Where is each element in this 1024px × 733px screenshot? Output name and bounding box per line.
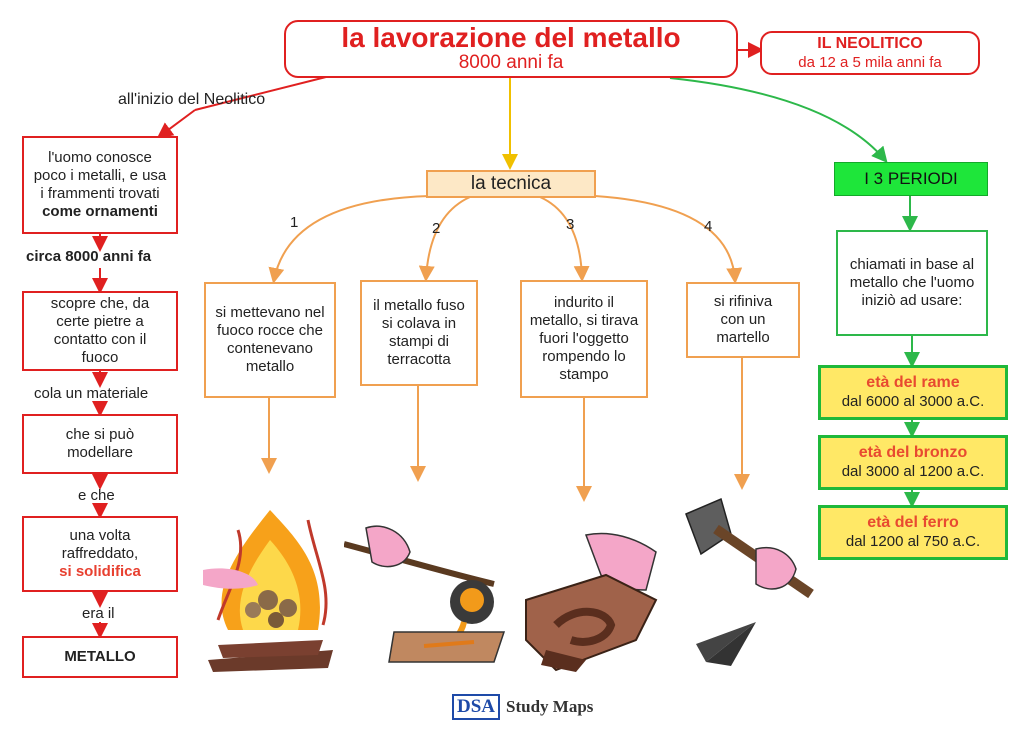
period-bronzo-dates: dal 3000 al 1200 a.C. — [841, 463, 985, 481]
period-ferro-name: età del ferro — [867, 514, 959, 532]
left-box-3: che si può modellare — [22, 414, 178, 474]
periodi-desc: chiamati in base al metallo che l'uomo i… — [836, 230, 988, 336]
step-box-3: indurito il metallo, si tirava fuori l'o… — [520, 280, 648, 398]
left-link-2: cola un materiale — [34, 385, 149, 402]
step-box-1: si mettevano nel fuoco rocce che contene… — [204, 282, 336, 398]
tecnica-title: la tecnica — [426, 170, 596, 198]
title-box: la lavorazione del metallo 8000 anni fa — [284, 20, 738, 78]
step-num-4: 4 — [704, 218, 713, 235]
left-box-metallo: METALLO — [22, 636, 178, 678]
period-rame: età del rame dal 6000 al 3000 a.C. — [818, 365, 1008, 420]
step-box-4: si rifiniva con un martello — [686, 282, 800, 358]
mold-illustration — [525, 532, 658, 672]
periodi-title: I 3 PERIODI — [834, 162, 988, 196]
neolitico-title: IL NEOLITICO — [817, 35, 923, 53]
left-box-1-bold: come ornamenti — [42, 203, 158, 220]
pouring-illustration — [344, 525, 506, 663]
left-box-1-text: l'uomo conosce poco i metalli, e usa i f… — [33, 149, 167, 202]
left-box-1: l'uomo conosce poco i metalli, e usa i f… — [22, 136, 178, 234]
neolitico-sub: da 12 a 5 mila anni fa — [798, 53, 942, 71]
logo-text: Study Maps — [506, 697, 594, 716]
fire-illustration — [203, 510, 333, 672]
left-link-3: e che — [78, 487, 115, 504]
left-box-2: scopre che, da certe pietre a contatto c… — [22, 291, 178, 371]
period-ferro: età del ferro dal 1200 al 750 a.C. — [818, 505, 1008, 560]
hammer-illustration — [685, 497, 814, 666]
neolitico-box: IL NEOLITICO da 12 a 5 mila anni fa — [760, 31, 980, 75]
period-rame-name: età del rame — [866, 374, 960, 392]
left-label: all'inizio del Neolitico — [118, 91, 266, 108]
left-box-4-highlight: si solidifica — [59, 563, 141, 580]
period-bronzo: età del bronzo dal 3000 al 1200 a.C. — [818, 435, 1008, 490]
left-link-1: circa 8000 anni fa — [26, 248, 152, 265]
left-box-4: una volta raffreddato, si solidifica — [22, 516, 178, 592]
period-ferro-dates: dal 1200 al 750 a.C. — [845, 533, 981, 551]
logo-badge: DSA — [452, 694, 501, 720]
step-num-3: 3 — [566, 216, 575, 233]
left-box-4-text: una volta raffreddato, — [61, 527, 139, 562]
main-subtitle: 8000 anni fa — [458, 52, 564, 74]
step-box-2: il metallo fuso si colava in stampi di t… — [360, 280, 478, 386]
left-link-4: era il — [82, 605, 115, 622]
main-title: la lavorazione del metallo — [341, 21, 681, 53]
step-num-2: 2 — [432, 220, 441, 237]
period-bronzo-name: età del bronzo — [858, 444, 968, 462]
step-num-1: 1 — [290, 214, 299, 231]
dsa-logo: DSA Study Maps — [452, 694, 593, 720]
period-rame-dates: dal 6000 al 3000 a.C. — [841, 393, 985, 411]
